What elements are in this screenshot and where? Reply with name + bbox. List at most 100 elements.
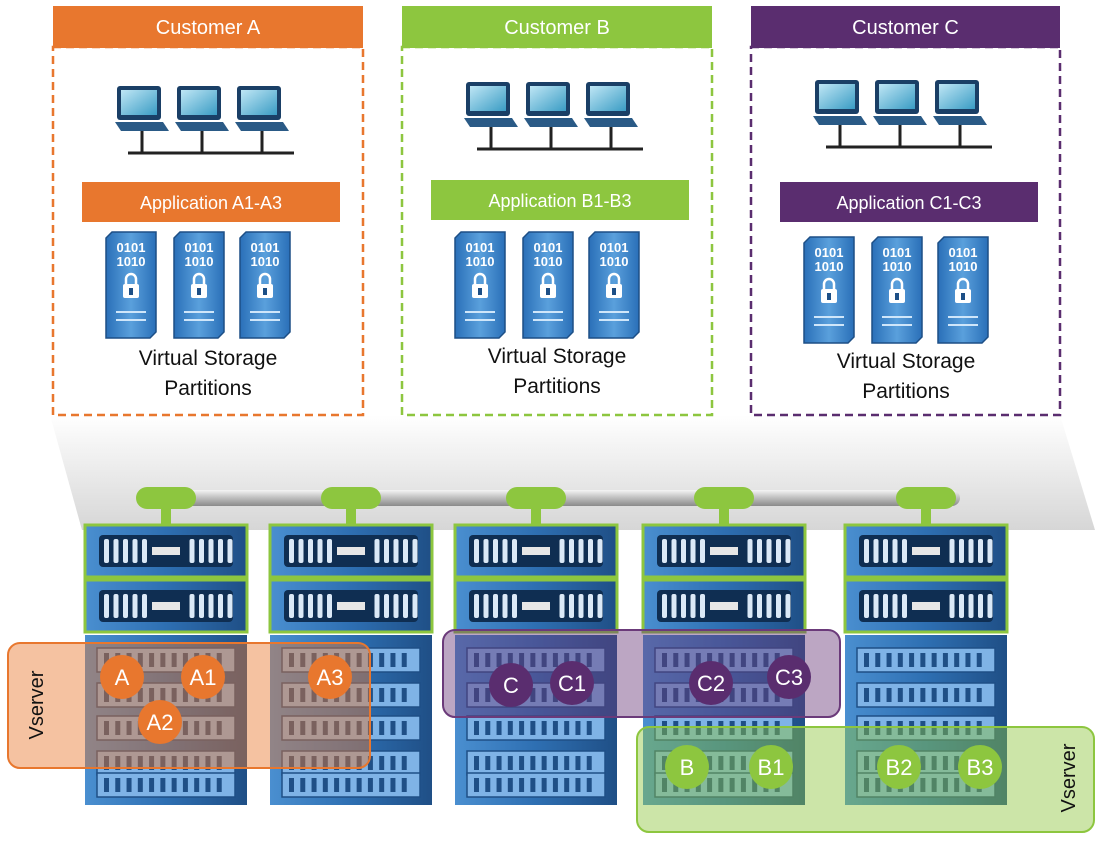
binary-line-2: 1010 — [534, 254, 563, 269]
application-bar — [82, 182, 340, 222]
volume-circle — [489, 663, 533, 707]
binary-line-1: 0101 — [117, 240, 146, 255]
binary-line-1: 0101 — [815, 245, 844, 260]
storage-label-line2: Partitions — [513, 375, 601, 398]
status-led — [152, 602, 180, 610]
volume-label: A3 — [317, 665, 344, 690]
vserver-a: Vserver — [7, 642, 371, 769]
binary-line-1: 0101 — [466, 240, 495, 255]
volume-circle — [181, 655, 225, 699]
volume-label: B1 — [758, 755, 785, 780]
vserver-b: Vserver — [636, 726, 1095, 833]
volume-circle — [689, 661, 733, 705]
storage-label-line1: Virtual Storage — [837, 350, 976, 373]
binary-line-1: 0101 — [534, 240, 563, 255]
volume-b3: B3 — [958, 745, 1002, 789]
application-bar — [431, 180, 689, 220]
volume-c3: C3 — [767, 655, 811, 699]
volume-circle — [100, 655, 144, 699]
binary-line-2: 1010 — [949, 259, 978, 274]
interconnect-drop — [346, 506, 356, 528]
customer-header-bar — [53, 6, 363, 48]
binary-line-2: 1010 — [600, 254, 629, 269]
interconnect-coupler — [896, 487, 956, 509]
volume-circle — [138, 700, 182, 744]
interconnect-drop — [921, 506, 931, 528]
status-led — [912, 602, 940, 610]
storage-label-line2: Partitions — [164, 377, 252, 400]
storage-label-line2: Partitions — [862, 380, 950, 403]
disk-shelf — [281, 682, 421, 708]
volume-b: B — [665, 745, 709, 789]
volume-label: C1 — [558, 671, 586, 696]
binary-line-1: 0101 — [185, 240, 214, 255]
volume-c1: C1 — [550, 661, 594, 705]
customer-header: Customer B — [504, 17, 610, 39]
volume-a2: A2 — [138, 700, 182, 744]
binary-line-2: 1010 — [815, 259, 844, 274]
volume-b2: B2 — [877, 745, 921, 789]
storage-node-3 — [453, 523, 619, 805]
volume-circle — [308, 655, 352, 699]
interconnect-drop — [161, 506, 171, 528]
volume-label: C2 — [697, 671, 725, 696]
vserver-region — [442, 629, 841, 718]
volume-circle — [767, 655, 811, 699]
storage-node-2 — [268, 523, 434, 805]
volume-a3: A3 — [308, 655, 352, 699]
interconnect-coupler — [321, 487, 381, 509]
customer-header: Customer A — [156, 17, 261, 39]
vserver-region — [636, 726, 1095, 833]
binary-line-1: 0101 — [600, 240, 629, 255]
vserver-label: Vserver — [26, 670, 48, 739]
binary-line-2: 1010 — [883, 259, 912, 274]
volume-circle — [877, 745, 921, 789]
status-led — [152, 547, 180, 555]
interconnect-drop — [531, 506, 541, 528]
application-label: Application A1-A3 — [140, 193, 282, 213]
volume-circle — [665, 745, 709, 789]
volume-c: C — [489, 663, 533, 707]
volume-circle — [958, 745, 1002, 789]
status-led — [522, 602, 550, 610]
volume-circle — [550, 661, 594, 705]
volume-label: A1 — [190, 665, 217, 690]
volume-a1: A1 — [181, 655, 225, 699]
interconnect-coupler — [136, 487, 196, 509]
volume-label: B3 — [967, 755, 994, 780]
customer-header-bar — [751, 6, 1060, 48]
application-label: Application B1-B3 — [488, 191, 631, 211]
vserver-c — [442, 629, 841, 718]
customer-header-bar — [402, 6, 712, 48]
status-led — [710, 602, 738, 610]
binary-line-2: 1010 — [466, 254, 495, 269]
volume-label: C — [503, 673, 519, 698]
binary-line-2: 1010 — [185, 254, 214, 269]
binary-line-2: 1010 — [251, 254, 280, 269]
volume-c2: C2 — [689, 661, 733, 705]
interconnect-coupler — [506, 487, 566, 509]
status-led — [522, 547, 550, 555]
storage-label-line1: Virtual Storage — [488, 345, 627, 368]
status-led — [912, 547, 940, 555]
binary-line-1: 0101 — [949, 245, 978, 260]
volume-b1: B1 — [749, 745, 793, 789]
status-led — [337, 547, 365, 555]
volume-label: A — [115, 665, 130, 690]
application-label: Application C1-C3 — [836, 193, 981, 213]
volume-circle — [749, 745, 793, 789]
application-bar — [780, 182, 1038, 222]
volume-label: B — [680, 755, 695, 780]
projection-fan — [50, 415, 1095, 530]
volume-label: B2 — [886, 755, 913, 780]
vserver-label: Vserver — [1058, 743, 1080, 812]
binary-line-2: 1010 — [117, 254, 146, 269]
storage-label-line1: Virtual Storage — [139, 347, 278, 370]
interconnect-coupler — [694, 487, 754, 509]
vserver-region — [7, 642, 371, 769]
binary-line-1: 0101 — [883, 245, 912, 260]
